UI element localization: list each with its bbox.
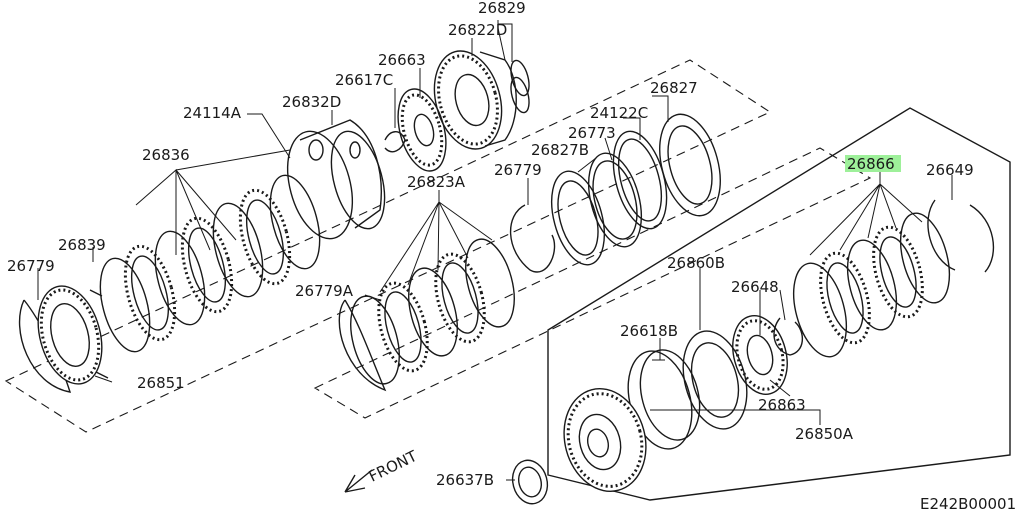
label-26850A: 26850A — [795, 425, 854, 443]
middle-group-boundary — [313, 147, 872, 419]
clutch-plates-26866 — [792, 212, 951, 358]
label-26663: 26663 — [378, 51, 426, 69]
label-26866-highlighted[interactable]: 26866 — [847, 155, 895, 173]
thrust-washer-26637B — [511, 459, 549, 505]
label-26836: 26836 — [142, 146, 190, 164]
snap-ring-26648 — [773, 317, 803, 356]
snap-ring-26779-top — [509, 204, 556, 273]
clutch-plates-26823A — [350, 238, 515, 385]
label-24114A: 24114A — [183, 104, 242, 122]
leader-lines — [37, 20, 953, 481]
spring-plate-26827B — [550, 170, 606, 266]
label-26779-top: 26779 — [494, 161, 542, 179]
label-26860B: 26860B — [667, 254, 725, 272]
label-24122C: 24122C — [590, 104, 648, 122]
clutch-drum-26850A — [563, 388, 647, 492]
diagram-code: E242B00001 — [920, 495, 1016, 512]
part-highlight — [845, 155, 901, 172]
plate-26827 — [659, 113, 721, 217]
label-26827: 26827 — [650, 79, 698, 97]
clutch-drum-26832D — [287, 119, 386, 240]
clutch-plates-26836 — [99, 174, 321, 353]
clutch-hub-26851 — [37, 285, 109, 385]
label-26832D: 26832D — [282, 93, 341, 111]
spring-retainer-26863 — [732, 315, 788, 395]
piston-26860B — [682, 330, 748, 430]
snap-ring-26649 — [927, 199, 995, 273]
label-26649: 26649 — [926, 161, 974, 179]
right-group-boundary — [547, 107, 1011, 501]
label-26773: 26773 — [568, 124, 616, 142]
label-26851: 26851 — [137, 374, 185, 392]
seal-rings-26829 — [510, 59, 530, 114]
front-arrow-icon — [344, 469, 373, 493]
label-26618B: 26618B — [620, 322, 678, 340]
snap-ring-26779A — [338, 299, 387, 392]
front-label: FRONT — [366, 447, 421, 486]
drum-assembly-26822D — [433, 50, 517, 150]
label-26839: 26839 — [58, 236, 106, 254]
label-26827B: 26827B — [531, 141, 589, 159]
label-26779-left: 26779 — [7, 257, 55, 275]
piston-26663 — [397, 88, 447, 172]
label-26648: 26648 — [731, 278, 779, 296]
label-26779A: 26779A — [295, 282, 354, 300]
upper-group-boundary — [4, 59, 772, 433]
label-26822D: 26822D — [448, 21, 507, 39]
label-26863: 26863 — [758, 396, 806, 414]
label-26829: 26829 — [478, 0, 526, 17]
label-26637B: 26637B — [436, 471, 494, 489]
label-26823A: 26823A — [407, 173, 466, 191]
spring-26773 — [587, 152, 643, 248]
label-26617C: 26617C — [335, 71, 393, 89]
